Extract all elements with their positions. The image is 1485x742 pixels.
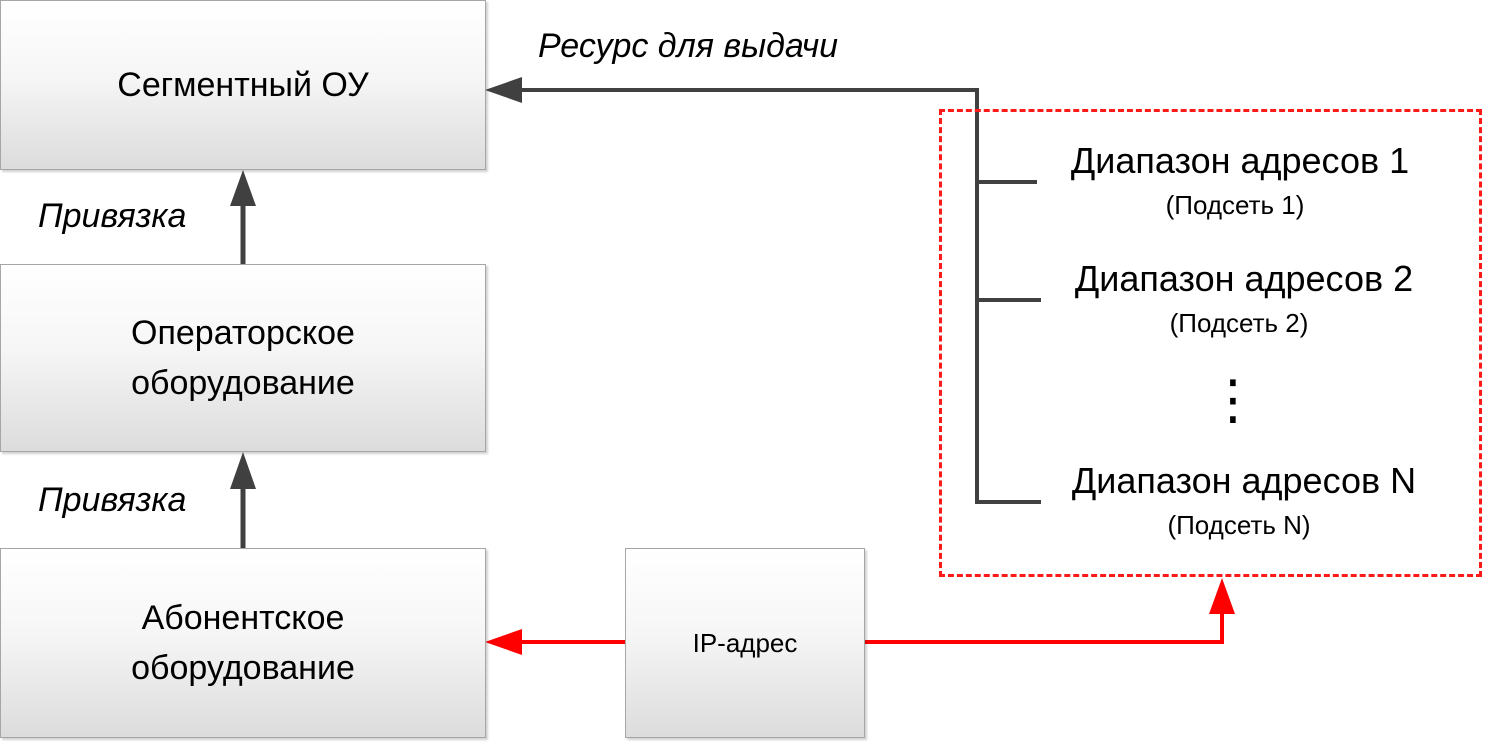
operator-equipment-line-2: оборудование — [131, 364, 355, 402]
ip-address-label: IP-адрес — [692, 628, 798, 658]
range-2-title: Диапазон адресов 2 — [1074, 258, 1414, 299]
subscriber-equipment-line-1: Абонентское — [141, 599, 345, 637]
binding-label-bottom: Привязка — [38, 481, 187, 519]
segment-ou-box: Сегментный ОУ — [0, 0, 486, 170]
binding-arrow-bottom-head — [230, 452, 256, 489]
operator-equipment-label: Операторское оборудование — [131, 308, 355, 408]
ip-to-subscriber-head — [485, 629, 522, 655]
range-2-subnet: (Подсеть 2) — [1169, 308, 1309, 338]
ip-to-pool-line — [864, 612, 1224, 644]
segment-ou-label: Сегментный ОУ — [117, 66, 369, 104]
range-1-title: Диапазон адресов 1 — [1070, 140, 1410, 181]
subscriber-equipment-label: Абонентское оборудование — [131, 593, 355, 693]
range-n-subnet: (Подсеть N) — [1167, 510, 1311, 540]
operator-equipment-line-1: Операторское — [131, 314, 355, 352]
subscriber-equipment-line-2: оборудование — [131, 649, 355, 687]
range-ellipsis: ⋮ — [1206, 370, 1260, 430]
resource-label: Ресурс для выдачи — [538, 27, 839, 65]
ip-to-pool-head — [1209, 578, 1235, 614]
operator-equipment-box: Операторское оборудование — [0, 264, 486, 452]
range-n-title: Диапазон адресов N — [1071, 460, 1417, 501]
resource-arrow-head — [485, 77, 522, 103]
subscriber-equipment-box: Абонентское оборудование — [0, 548, 486, 738]
binding-arrow-top-head — [230, 170, 256, 206]
range-1-subnet: (Подсеть 1) — [1165, 190, 1305, 220]
ip-address-box: IP-адрес — [625, 548, 865, 738]
address-pool-frame — [939, 109, 1482, 577]
binding-label-top: Привязка — [38, 197, 187, 235]
